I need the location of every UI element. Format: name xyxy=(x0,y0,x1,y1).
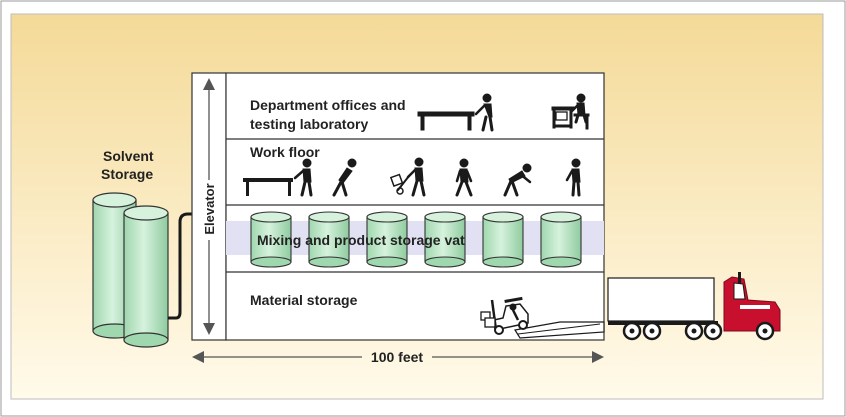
truck-icon xyxy=(607,272,781,341)
dimension-label: 100 feet xyxy=(371,349,423,365)
storage-vat xyxy=(250,211,292,268)
floor-label-mixing: Mixing and product storage vat xyxy=(257,232,465,248)
floor-label-offices-line1: Department offices and xyxy=(250,97,406,113)
solvent-pipe xyxy=(168,212,193,320)
hand-truck-worker-icon xyxy=(389,157,426,197)
person-standing-icon xyxy=(474,93,494,132)
forklift-icon xyxy=(480,296,529,335)
solvent-storage-label-line2: Storage xyxy=(101,166,153,182)
elevator-arrow-up-head xyxy=(203,78,215,90)
seated-worker-desk-icon xyxy=(551,93,590,130)
solvent-storage-label-line1: Solvent xyxy=(103,148,154,164)
storage-vat xyxy=(424,211,466,268)
floor-label-work: Work floor xyxy=(250,144,320,160)
storage-vat xyxy=(540,211,582,268)
floor-label-offices-line2: testing laboratory xyxy=(250,116,368,132)
workbench-icon xyxy=(243,178,293,196)
dimension-arrow-right xyxy=(592,351,604,363)
worker-standing-icon xyxy=(565,158,581,197)
vat-group xyxy=(250,211,582,268)
elevator-label: Elevator xyxy=(202,183,217,234)
building xyxy=(225,72,605,341)
office-table-icon xyxy=(417,111,475,131)
worker-at-bench-icon xyxy=(293,158,313,197)
storage-vat xyxy=(308,211,350,268)
floor-label-material: Material storage xyxy=(250,292,358,308)
worker-walking-icon xyxy=(455,158,473,197)
dimension-arrow-left xyxy=(192,351,204,363)
storage-vat xyxy=(366,211,408,268)
worker-bending-icon xyxy=(332,158,357,197)
storage-vat xyxy=(482,211,524,268)
solvent-tank-front xyxy=(123,205,169,348)
truck-trailer xyxy=(607,277,715,322)
elevator-arrow-down-head xyxy=(203,323,215,335)
elevator-label-bg xyxy=(200,180,218,240)
worker-reaching-icon xyxy=(503,163,532,197)
